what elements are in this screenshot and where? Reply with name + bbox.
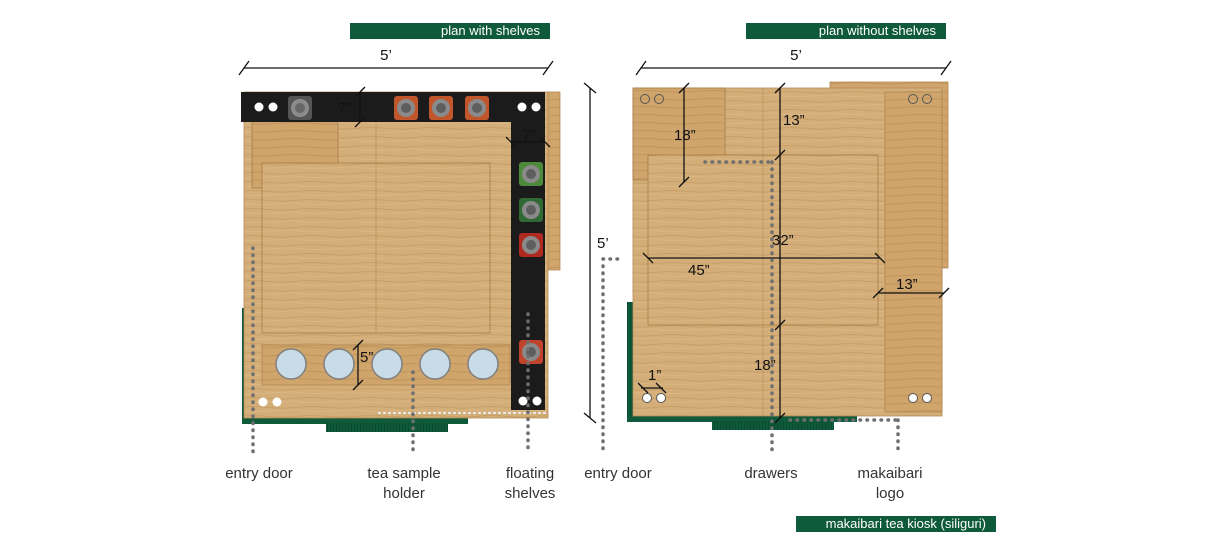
right-side-panel — [884, 91, 943, 413]
dim-18-bottom-label: 18” — [754, 357, 776, 374]
dim-18-bottom — [774, 325, 786, 424]
left-green-base — [242, 418, 468, 424]
dim-1 — [637, 382, 667, 394]
dim-13-right — [872, 287, 950, 299]
left-logo-step — [326, 423, 448, 432]
dim-13-top-label: 13” — [783, 112, 805, 129]
right-green-base — [627, 416, 857, 422]
shelf-peg — [268, 102, 278, 112]
tea-sample-holder-label-1: tea sample — [367, 465, 440, 482]
top-shelf-depth-label: 7” — [338, 100, 351, 117]
tea-sample-bowl — [323, 348, 355, 380]
right-height-dimension — [583, 82, 597, 424]
dim-13-right-label: 13” — [896, 276, 918, 293]
corner-peg — [908, 393, 918, 403]
corner-peg — [908, 94, 918, 104]
shelf-peg — [517, 102, 527, 112]
left-back-panel — [547, 91, 561, 271]
tea-sample-bowl — [371, 348, 403, 380]
tea-tin-orange-2 — [429, 96, 453, 120]
left-plan: 5’ 7” 7” 5” — [238, 47, 561, 454]
tea-sample-bowl — [419, 348, 451, 380]
tea-tin-green-2 — [519, 198, 543, 222]
tea-tin-orange-1 — [394, 96, 418, 120]
entry-door-right-label: entry door — [584, 465, 652, 482]
corner-peg — [654, 94, 664, 104]
dim-1-label: 1” — [648, 367, 661, 384]
holder-depth-label: 5” — [360, 349, 373, 366]
dim-32-label: 32” — [772, 232, 794, 249]
corner-peg — [922, 94, 932, 104]
tea-tin-red-2 — [519, 340, 543, 364]
shelf-peg — [518, 396, 528, 406]
drawers-label: drawers — [744, 465, 797, 482]
tea-sample-bowl — [467, 348, 499, 380]
floating-shelves-label-2: shelves — [505, 485, 556, 502]
floating-shelves-label-1: floating — [506, 465, 554, 482]
right-width-label: 5’ — [790, 47, 802, 64]
corner-peg — [642, 393, 652, 403]
tea-tin-grey-top — [288, 96, 312, 120]
top-floating-shelf — [241, 92, 545, 122]
right-logo-step — [712, 421, 834, 430]
dim-18-top-label: 18” — [674, 127, 696, 144]
dim-45-label: 45” — [688, 262, 710, 279]
makaibari-logo-label-1: makaibari — [857, 465, 922, 482]
project-title-tag: makaibari tea kiosk (siliguri) — [796, 516, 996, 532]
tea-tin-red-1 — [519, 233, 543, 257]
corner-peg — [640, 94, 650, 104]
dim-18-top — [678, 82, 690, 188]
holder-dimension — [352, 339, 364, 391]
tea-tin-green-1 — [519, 162, 543, 186]
tea-tin-orange-3 — [465, 96, 489, 120]
shelf-peg — [531, 102, 541, 112]
tea-sample-bowl — [275, 348, 307, 380]
right-width-dimension — [635, 60, 952, 76]
shelf-peg — [254, 102, 264, 112]
corner-peg — [922, 393, 932, 403]
top-shelf-dimension — [354, 86, 366, 128]
floor-peg — [258, 397, 268, 407]
floor-peg — [272, 397, 282, 407]
makaibari-logo-label-2: logo — [876, 485, 904, 502]
left-width-label: 5’ — [380, 47, 392, 64]
right-height-label: 5’ — [597, 235, 609, 252]
dim-45 — [642, 252, 886, 264]
right-green-wall — [627, 302, 633, 422]
tea-sample-holder-label-2: holder — [383, 485, 425, 502]
plan-without-shelves-tag: plan without shelves — [746, 23, 946, 39]
left-width-dimension — [238, 60, 554, 76]
shelf-peg — [532, 396, 542, 406]
right-plan: 5’ 5’ 18” 13” 32” — [583, 47, 952, 454]
side-shelf-dimension — [505, 136, 551, 148]
entry-door-left-label: entry door — [225, 465, 293, 482]
plan-with-shelves-tag: plan with shelves — [350, 23, 550, 39]
corner-peg — [656, 393, 666, 403]
side-shelf-depth-label: 7” — [522, 127, 535, 144]
